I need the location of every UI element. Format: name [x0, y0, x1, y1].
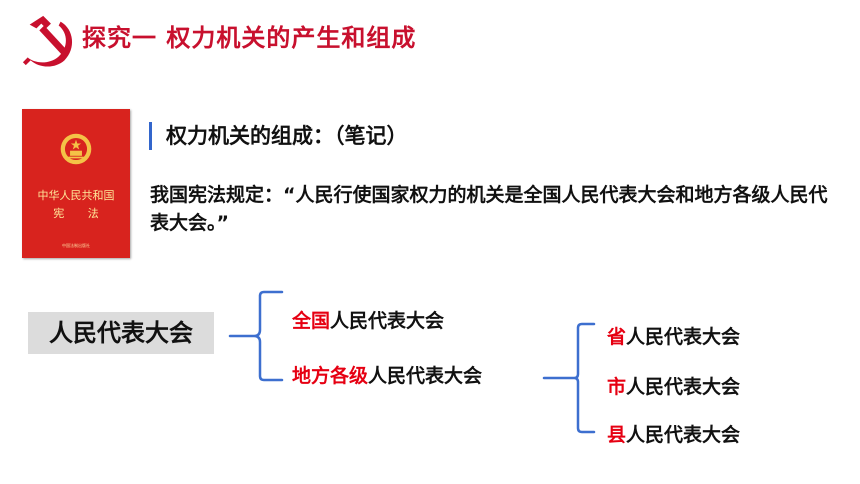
national-emblem-icon [60, 133, 92, 165]
level2-rest: 人民代表大会 [626, 424, 741, 446]
constitution-book-image: 中华人民共和国 宪 法 中国法制出版社 [22, 109, 130, 258]
level2-highlight: 市 [607, 376, 627, 398]
hammer-sickle-icon [22, 15, 73, 67]
level2-rest: 人民代表大会 [626, 376, 741, 398]
level1-item: 全国人民代表大会 [292, 306, 444, 333]
level2-item: 市人民代表大会 [607, 372, 740, 399]
level1-rest: 人民代表大会 [330, 310, 445, 332]
level1-item: 地方各级人民代表大会 [292, 361, 482, 388]
level2-highlight: 县 [607, 424, 627, 446]
level2-highlight: 省 [607, 326, 627, 348]
level2-rest: 人民代表大会 [626, 326, 741, 348]
level2-item: 省人民代表大会 [607, 322, 740, 349]
root-node-label: 人民代表大会 [49, 319, 193, 347]
heading-accent-bar [149, 122, 152, 150]
brace-level1 [228, 290, 284, 382]
root-node-box: 人民代表大会 [28, 312, 214, 354]
book-subtitle: 宪 法 [53, 207, 109, 220]
level1-highlight: 地方各级 [292, 365, 369, 387]
level1-highlight: 全国 [292, 310, 331, 332]
level2-item: 县人民代表大会 [607, 420, 740, 447]
page-title: 探究一 权力机关的产生和组成 [82, 24, 417, 52]
level1-rest: 人民代表大会 [368, 365, 483, 387]
notes-heading: 权力机关的组成：（笔记） [166, 124, 408, 148]
book-title: 中华人民共和国 [37, 189, 115, 202]
constitution-quote: 我国宪法规定：“人民行使国家权力的机关是全国人民代表大会和地方各级人民代表大会。… [150, 184, 828, 234]
brace-level2 [542, 322, 596, 434]
book-publisher: 中国法制出版社 [62, 243, 90, 248]
